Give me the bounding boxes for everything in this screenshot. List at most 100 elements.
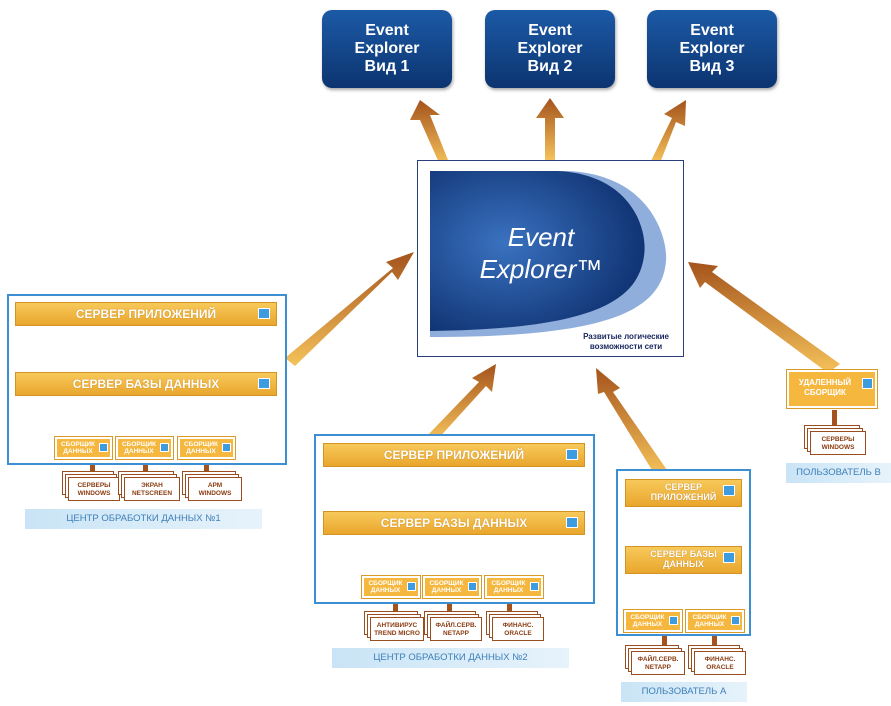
view-1-line2: Explorer [354, 40, 420, 57]
arrow-dc1-to-core [285, 252, 414, 366]
usera-db-server-line1: СЕРВЕР БАЗЫ [650, 549, 717, 559]
collector-label-line2: ДАННЫХ [493, 587, 524, 594]
view-2-line2: Explorer [517, 40, 583, 57]
monitor-icon [407, 582, 416, 591]
collector-label-line1: СБОРЩИК [491, 580, 526, 587]
source-label-line2: NETAPP [443, 629, 469, 637]
monitor-icon [530, 582, 539, 591]
arrow-core-to-view3 [650, 100, 686, 163]
dc1-label: ЦЕНТР ОБРАБОТКИ ДАННЫХ №1 [25, 509, 262, 529]
dc1-app-server: СЕРВЕР ПРИЛОЖЕНИЙ [15, 302, 277, 326]
dc1-collector-1: СБОРЩИК ДАННЫХ [54, 436, 113, 460]
collector-label-line1: СБОРЩИК [183, 441, 219, 448]
collector-label-line2: ДАННЫХ [694, 621, 725, 628]
collector-label-line1: СБОРЩИК [630, 614, 665, 621]
dc2-collector-1: СБОРЩИК ДАННЫХ [361, 575, 421, 599]
monitor-icon [723, 485, 735, 496]
dc2-source-3: ФИНАНС. ORACLE [492, 617, 544, 641]
view-3-box: Event Explorer Вид 3 [647, 10, 777, 88]
view-1-line3: Вид 1 [364, 58, 410, 75]
collector-label-line1: СБОРЩИК [121, 441, 157, 448]
collector-label-line1: СБОРЩИК [60, 441, 96, 448]
monitor-icon [566, 449, 578, 460]
usera-source-1: ФАЙЛ.СЕРВ. NETAPP [631, 651, 685, 675]
dc2-label: ЦЕНТР ОБРАБОТКИ ДАННЫХ №2 [332, 648, 569, 668]
event-explorer-logo [430, 171, 667, 337]
dc2-source-2: ФАЙЛ.СЕРВ. NETAPP [430, 617, 482, 641]
dc1-source-2: ЭКРАН NETSCREEN [124, 477, 180, 501]
dc1-source-1: СЕРВЕРЫ WINDOWS [68, 477, 120, 501]
dc1-db-server: СЕРВЕР БАЗЫ ДАННЫХ [15, 372, 277, 396]
monitor-icon [723, 552, 735, 563]
source-label-line1: ФИНАНС. [704, 656, 736, 663]
collector-label-line1: СБОРЩИК [692, 614, 727, 621]
source-label-line1: СЕРВЕРЫ [77, 482, 111, 489]
usera-app-server-line1: СЕРВЕР [664, 482, 702, 492]
source-label-line2: ORACLE [504, 629, 532, 637]
monitor-icon [222, 443, 231, 452]
source-label-line2: WINDOWS [198, 489, 232, 497]
userb-internal-arrows [832, 410, 837, 428]
monitor-icon [99, 443, 108, 452]
collector-label-line2: ДАННЫХ [431, 587, 462, 594]
monitor-icon [731, 616, 740, 625]
view-2-line1: Event [528, 22, 572, 39]
dc2-app-server: СЕРВЕР ПРИЛОЖЕНИЙ [323, 443, 585, 467]
view-2-box: Event Explorer Вид 2 [485, 10, 615, 88]
monitor-icon [258, 378, 270, 389]
monitor-icon [258, 308, 270, 319]
usera-db-server: СЕРВЕР БАЗЫ ДАННЫХ [625, 546, 742, 574]
source-label-line1: АРМ [207, 482, 223, 489]
monitor-icon [566, 517, 578, 528]
usera-collector-2: СБОРЩИК ДАННЫХ [685, 609, 745, 633]
dc1-collector-3: СБОРЩИК ДАННЫХ [177, 436, 236, 460]
dc2-db-server: СЕРВЕР БАЗЫ ДАННЫХ [323, 511, 585, 535]
dc1-db-server-label: СЕРВЕР БАЗЫ ДАННЫХ [72, 377, 220, 391]
view-3-line3: Вид 3 [689, 58, 735, 75]
userb-source: СЕРВЕРЫ WINDOWS [810, 431, 866, 455]
logo-line2: Explorer™ [479, 254, 603, 284]
arrow-usera-to-core [596, 368, 667, 475]
dc2-db-server-label: СЕРВЕР БАЗЫ ДАННЫХ [380, 516, 528, 530]
core-caption: Развитые логические возможности сети [583, 332, 669, 352]
userb-label: ПОЛЬЗОВАТЕЛЬ B [786, 463, 891, 483]
source-label-line2: NETAPP [645, 663, 671, 671]
source-label-line2: WINDOWS [821, 443, 855, 451]
usera-db-server-line2: ДАННЫХ [663, 559, 704, 569]
collector-label-line1: УДАЛЕННЫЙ [798, 378, 852, 387]
source-label-line2: TREND MICRO [374, 629, 420, 637]
core-caption-line2: возможности сети [589, 342, 663, 351]
collector-label-line2: ДАННЫХ [63, 448, 93, 455]
source-label-line1: ФИНАНС. [502, 622, 534, 629]
dc2-collector-2: СБОРЩИК ДАННЫХ [422, 575, 482, 599]
source-label-line2: NETSCREEN [131, 489, 173, 497]
monitor-icon [669, 616, 678, 625]
view-1-box: Event Explorer Вид 1 [322, 10, 452, 88]
monitor-icon [862, 378, 873, 389]
collector-label-line2: ДАННЫХ [124, 448, 154, 455]
arrow-core-to-view2 [536, 98, 564, 160]
source-label-line1: АНТИВИРУС [376, 622, 418, 629]
logo-text: Event Explorer™ [466, 221, 616, 285]
view-3-line2: Explorer [679, 40, 745, 57]
usera-source-2: ФИНАНС. ORACLE [694, 651, 746, 675]
view-1-line1: Event [365, 22, 409, 39]
collector-label-line2: ДАННЫХ [370, 587, 401, 594]
source-label-line2: WINDOWS [77, 489, 111, 497]
core-caption-line1: Развитые логические [583, 332, 669, 341]
source-label-line1: СЕРВЕРЫ [821, 436, 855, 443]
dc2-collector-3: СБОРЩИК ДАННЫХ [484, 575, 544, 599]
collector-label-line1: СБОРЩИК [368, 580, 403, 587]
view-2-line3: Вид 2 [527, 58, 573, 75]
collector-label-line1: СБОРЩИК [429, 580, 464, 587]
monitor-icon [160, 443, 169, 452]
collector-label-line2: СБОРЩИК [804, 388, 846, 397]
collector-label-line2: ДАННЫХ [186, 448, 216, 455]
usera-app-server: СЕРВЕР ПРИЛОЖЕНИЙ [625, 479, 742, 507]
dc1-app-server-label: СЕРВЕР ПРИЛОЖЕНИЙ [75, 307, 217, 321]
source-label-line1: ФАЙЛ.СЕРВ. [637, 656, 679, 663]
source-label-line2: ORACLE [706, 663, 734, 671]
source-label-line1: ФАЙЛ.СЕРВ. [435, 622, 477, 629]
arrow-userb-to-core [688, 262, 840, 373]
collector-label-line2: ДАННЫХ [632, 621, 663, 628]
